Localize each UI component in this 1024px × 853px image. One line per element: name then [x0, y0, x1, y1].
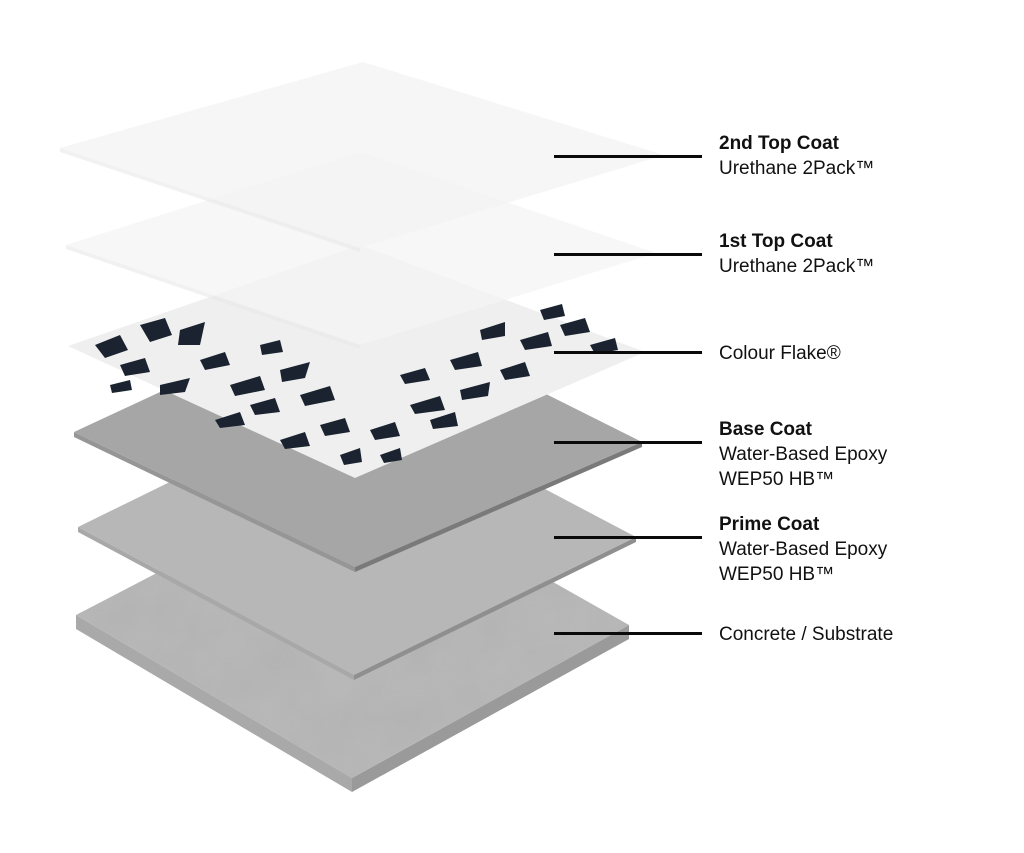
- leader-line-base-coat: [554, 441, 702, 444]
- layer-product-code: WEP50 HB™: [719, 564, 835, 585]
- layer-title: 2nd Top Coat: [719, 133, 839, 154]
- label-concrete-substrate: Concrete / Substrate: [719, 622, 893, 647]
- leader-line-2nd-top-coat: [554, 155, 702, 158]
- layer-product: Water-Based Epoxy: [719, 444, 888, 465]
- layer-product-code: WEP50 HB™: [719, 469, 835, 490]
- label-base-coat: Base Coat Water-Based Epoxy WEP50 HB™: [719, 417, 887, 492]
- leader-line-colour-flake: [554, 351, 702, 354]
- label-2nd-top-coat: 2nd Top Coat Urethane 2Pack™: [719, 131, 874, 181]
- layer-title: 1st Top Coat: [719, 231, 833, 252]
- layer-title: Base Coat: [719, 419, 812, 440]
- label-1st-top-coat: 1st Top Coat Urethane 2Pack™: [719, 229, 874, 279]
- layer-title: Prime Coat: [719, 514, 820, 535]
- second-top-coat-layer: [60, 62, 664, 252]
- colour-flake-layer: [68, 245, 645, 478]
- label-colour-flake: Colour Flake®: [719, 341, 841, 366]
- layer-product: Water-Based Epoxy: [719, 539, 888, 560]
- layer-product: Urethane 2Pack™: [719, 256, 875, 277]
- layer-product: Urethane 2Pack™: [719, 158, 875, 179]
- layer-product: Colour Flake®: [719, 343, 841, 364]
- label-prime-coat: Prime Coat Water-Based Epoxy WEP50 HB™: [719, 512, 887, 587]
- layer-product: Concrete / Substrate: [719, 624, 894, 645]
- leader-line-prime-coat: [554, 536, 702, 539]
- leader-line-concrete: [554, 632, 702, 635]
- leader-line-1st-top-coat: [554, 253, 702, 256]
